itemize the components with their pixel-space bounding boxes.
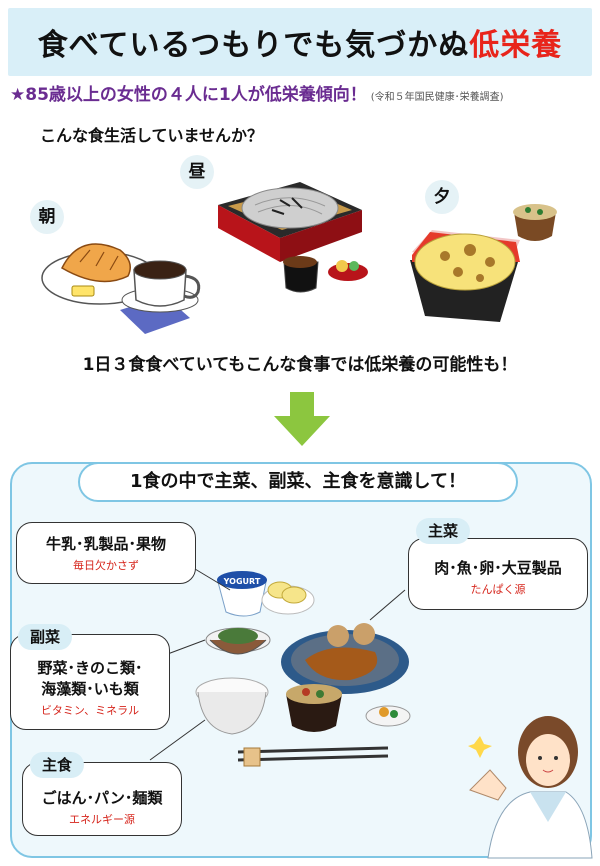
side-dish-line2: 海藻類･いも類 xyxy=(41,680,139,698)
side-dish-label: 副菜 xyxy=(18,624,73,650)
main-dish-label: 主菜 xyxy=(416,518,471,544)
side-dish-bubble: 野菜･きのこ類･ 海藻類･いも類 ビタミン、ミネラル xyxy=(10,634,170,730)
notice-source: (令和５年国民健康･栄養調査) xyxy=(370,92,504,103)
staple-main: ごはん･パン･麺類 xyxy=(41,789,163,807)
dairy-sub: 毎日欠かさず xyxy=(73,559,139,572)
side-dish-sub: ビタミン、ミネラル xyxy=(40,704,140,717)
warning-sentence: 1日３食食べていてもこんな食事では低栄養の可能性も！ xyxy=(82,355,518,375)
main-dish-bubble: 肉･魚･卵･大豆製品 たんぱく源 xyxy=(408,538,588,610)
panel-heading: 1食の中で主菜、副菜、主食を意識して！ xyxy=(78,462,518,502)
yogurt-label: YOGURT xyxy=(223,577,261,586)
dairy-bubble: 牛乳･乳製品･果物 毎日欠かさず xyxy=(16,522,196,584)
dinner-label: 夕 xyxy=(425,180,459,214)
notice-text: ★85歳以上の女性の４人に1人が低栄養傾向！ xyxy=(10,85,367,105)
side-dish-line1: 野菜･きのこ類･ xyxy=(37,659,143,677)
staple-label: 主食 xyxy=(30,752,85,778)
title-accent: 低栄養 xyxy=(469,28,563,63)
title-banner: 食べているつもりでも気づかぬ低栄養 xyxy=(8,8,592,76)
page-title: 食べているつもりでも気づかぬ低栄養 xyxy=(8,20,592,64)
title-main: 食べているつもりでも気づかぬ xyxy=(37,28,470,63)
main-dish-sub: たんぱく源 xyxy=(470,583,526,596)
main-dish-main: 肉･魚･卵･大豆製品 xyxy=(434,559,562,577)
lunch-label: 昼 xyxy=(180,155,214,189)
staple-sub: エネルギー源 xyxy=(69,813,135,826)
breakfast-label: 朝 xyxy=(30,200,64,234)
notice-line: ★85歳以上の女性の４人に1人が低栄養傾向！(令和５年国民健康･栄養調査) xyxy=(10,80,504,105)
dairy-main: 牛乳･乳製品･果物 xyxy=(45,535,166,553)
question-text: こんな食生活していませんか？ xyxy=(40,126,264,145)
